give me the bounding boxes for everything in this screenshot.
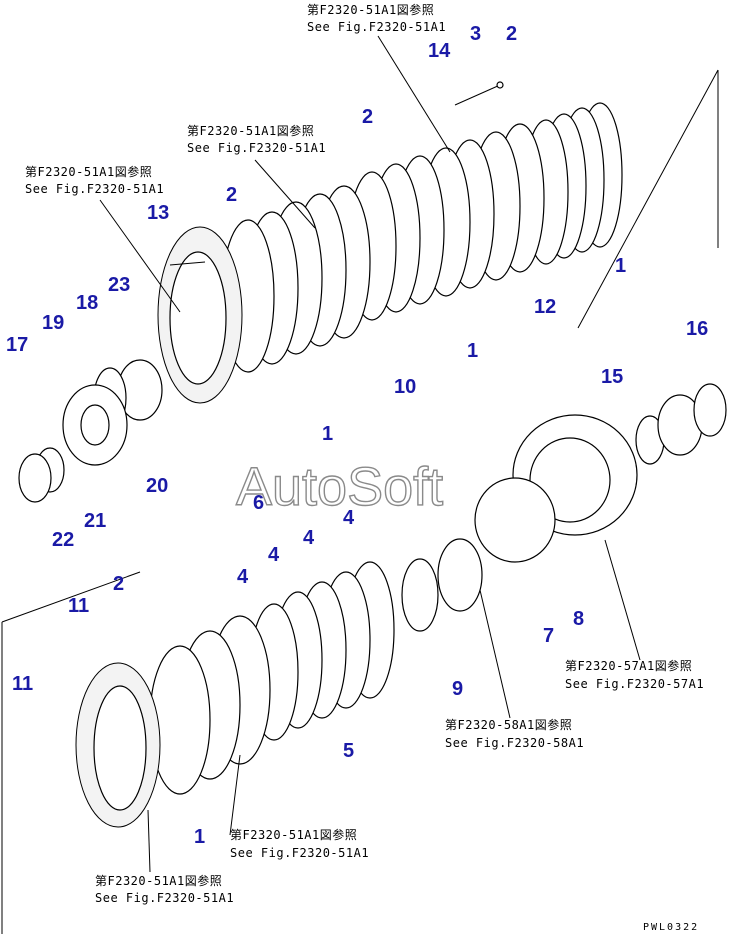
callout-4: 4 [268,544,280,566]
ref-note-en: See Fig.F2320-51A1 [307,20,446,34]
callout-9: 9 [452,678,463,700]
callout-1: 1 [322,423,333,445]
drawing-code: PWL0322 [643,922,699,933]
callout-2: 2 [226,184,237,206]
callout-21: 21 [84,510,106,532]
reference-notes: 第F2320-51A1図参照 See Fig.F2320-51A1 第F2320… [25,2,704,905]
ref-note-jp: 第F2320-51A1図参照 [25,164,152,179]
ref-note-en: See Fig.F2320-51A1 [25,182,164,196]
ref-note-en: See Fig.F2320-51A1 [95,891,234,905]
callout-8: 8 [573,608,584,630]
callout-1: 1 [615,255,626,277]
callout-14: 14 [428,40,451,62]
ref-note-en: See Fig.F2320-51A1 [187,141,326,155]
callout-4: 4 [343,507,355,529]
callout-4: 4 [237,566,249,588]
callout-1: 1 [467,340,478,362]
upper-clutch-pack [18,81,623,503]
frame-lines [1,69,719,934]
callout-6: 6 [253,492,264,514]
callout-1: 1 [194,826,205,848]
ref-note-jp: 第F2320-57A1図参照 [565,658,692,673]
ref-note-en: See Fig.F2320-57A1 [565,677,704,691]
watermark: AutoSoft [236,457,443,517]
ref-note-jp: 第F2320-51A1図参照 [95,873,222,888]
callout-10: 10 [394,376,416,398]
callout-2: 2 [113,573,124,595]
ref-note-en: See Fig.F2320-51A1 [230,846,369,860]
ref-note-jp: 第F2320-51A1図参照 [307,2,434,17]
callout-7: 7 [543,625,554,647]
callout-19: 19 [42,312,64,334]
ref-note-en: See Fig.F2320-58A1 [445,736,584,750]
callout-11: 11 [68,595,89,617]
ref-note-jp: 第F2320-58A1図参照 [445,717,572,732]
callout-11: 11 [12,673,33,695]
callout-3: 3 [470,23,481,45]
callout-20: 20 [146,475,168,497]
callout-numbers: 1 1 1 1 2 2 2 2 3 4 4 4 4 5 6 7 8 9 10 1… [6,23,708,848]
callout-17: 17 [6,334,28,356]
callout-5: 5 [343,740,354,762]
callout-18: 18 [76,292,98,314]
ref-note-jp: 第F2320-51A1図参照 [187,123,314,138]
callout-22: 22 [52,529,74,551]
callout-12: 12 [534,296,556,318]
callout-2: 2 [362,106,373,128]
callout-16: 16 [686,318,708,340]
lower-clutch-pack [75,383,727,828]
callout-13: 13 [147,202,169,224]
ref-note-jp: 第F2320-51A1図参照 [230,827,357,842]
callout-4: 4 [303,527,315,549]
callout-2: 2 [506,23,517,45]
callout-23: 23 [108,274,130,296]
callout-15: 15 [601,366,623,388]
leader-lines [99,35,641,873]
